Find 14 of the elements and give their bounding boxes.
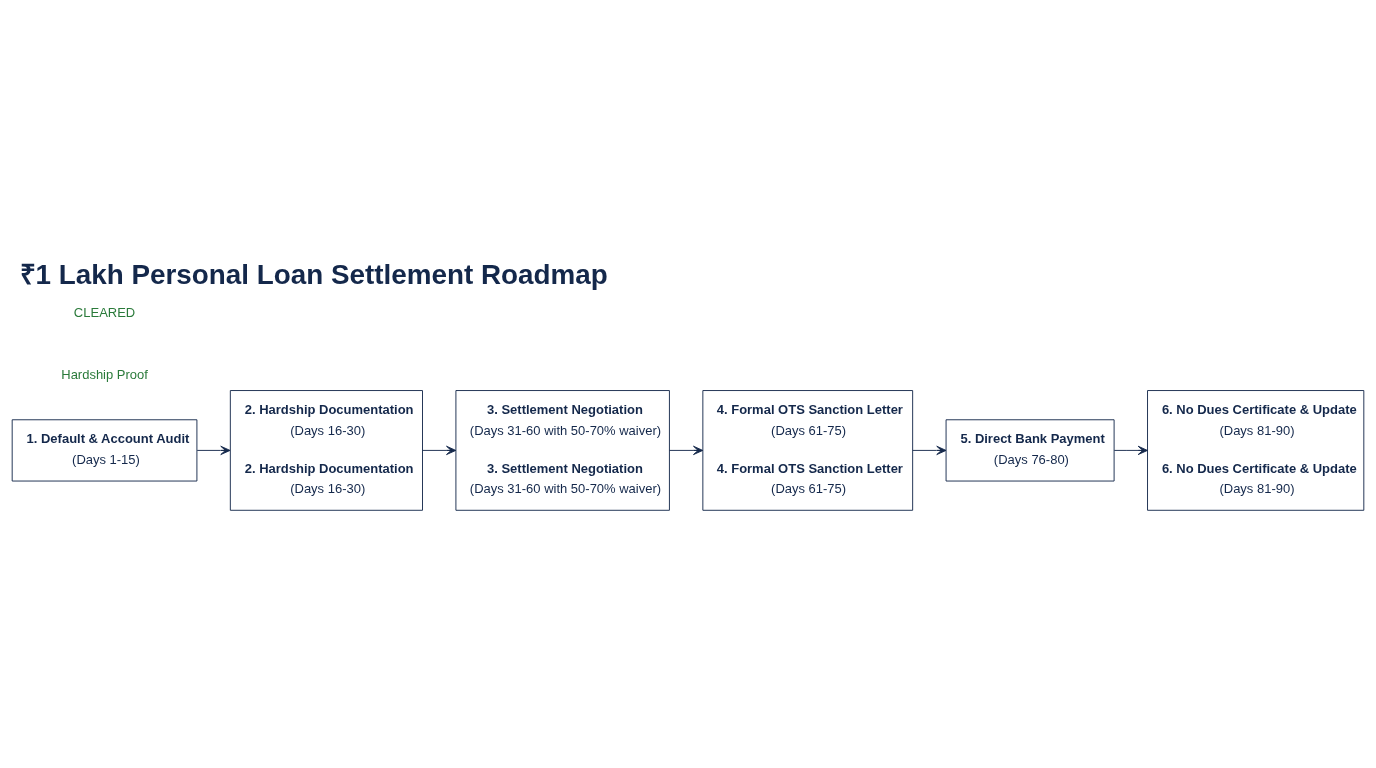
arrow: [422, 445, 457, 455]
node-box: 4. Formal OTS Sanction Letter (Days 61-75) 4. Formal OTS Sanction Letter (Days 61-75): [702, 389, 914, 511]
node-box: 5. Direct Bank Payment (Days 76-80): [945, 418, 1115, 481]
node-box: 3. Settlement Negotiation (Days 31-60 with 50-70% waiver) 3. Settlement Negotiation (Days 31-60 with 50-70% waiver): [455, 389, 670, 511]
label: CLEARED: [73, 304, 136, 320]
arrow: [912, 445, 947, 455]
arrow: [669, 445, 704, 455]
label: Hardship Proof: [61, 366, 148, 382]
node-box: 1. Default & Account Audit (Days 1-15): [11, 418, 198, 481]
diagram-title: ₹1 Lakh Personal Loan Settlement Roadmap: [19, 258, 608, 290]
arrow: [1113, 445, 1148, 455]
node-box: 2. Hardship Documentation (Days 16-30) 2. Hardship Documentation (Days 16-30): [229, 389, 423, 511]
arrow: [196, 445, 231, 455]
node-box: 6. No Dues Certificate & Update (Days 81-90) 6. No Dues Certificate & Update (Days 81-90): [1147, 389, 1365, 511]
